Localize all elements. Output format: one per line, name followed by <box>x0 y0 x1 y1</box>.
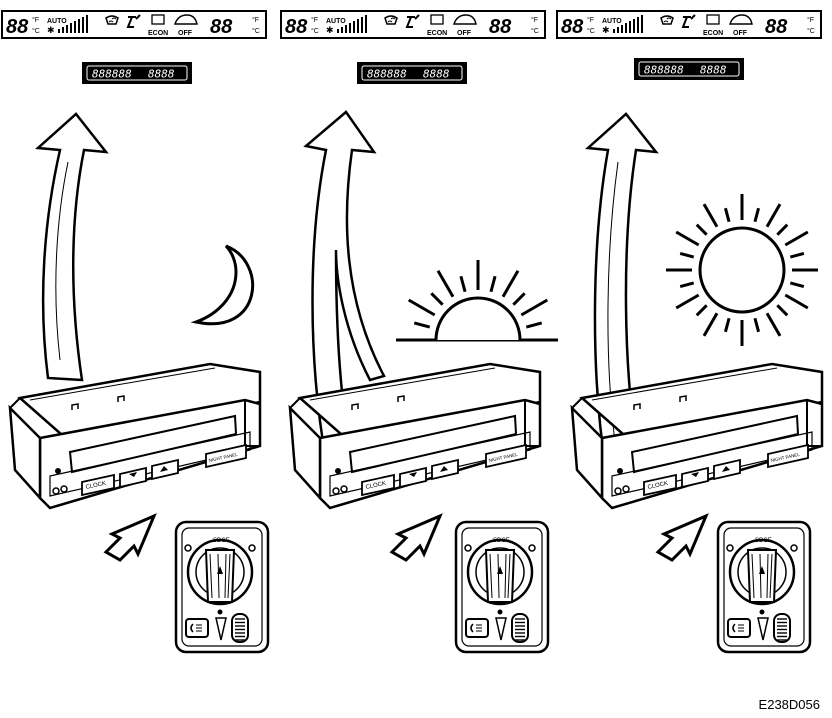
up-arrow-1 <box>35 112 109 382</box>
panel-day <box>556 10 824 654</box>
pointer-arrow-2 <box>389 513 443 562</box>
info-display-2 <box>356 61 468 85</box>
sunset-icon <box>396 260 558 342</box>
pointer-arrow-1 <box>103 513 157 562</box>
sun-icon <box>666 194 818 346</box>
up-arrow-3 <box>585 112 659 472</box>
info-display-3 <box>633 57 745 81</box>
climate-display-3 <box>556 10 822 39</box>
panel-night <box>1 10 270 654</box>
light-switch-1 <box>174 520 270 654</box>
climate-display-2 <box>280 10 546 39</box>
info-display-1 <box>81 61 193 85</box>
light-switch-3 <box>716 520 812 654</box>
up-arrow-2 <box>303 110 386 462</box>
diagram-code: E238D056 <box>758 697 820 712</box>
climate-display-1 <box>1 10 267 39</box>
moon-icon <box>190 244 255 326</box>
pointer-arrow-3 <box>655 513 709 562</box>
cluster-unit-1 <box>8 362 262 510</box>
light-switch-2 <box>454 520 550 654</box>
panel-dusk <box>280 10 558 654</box>
